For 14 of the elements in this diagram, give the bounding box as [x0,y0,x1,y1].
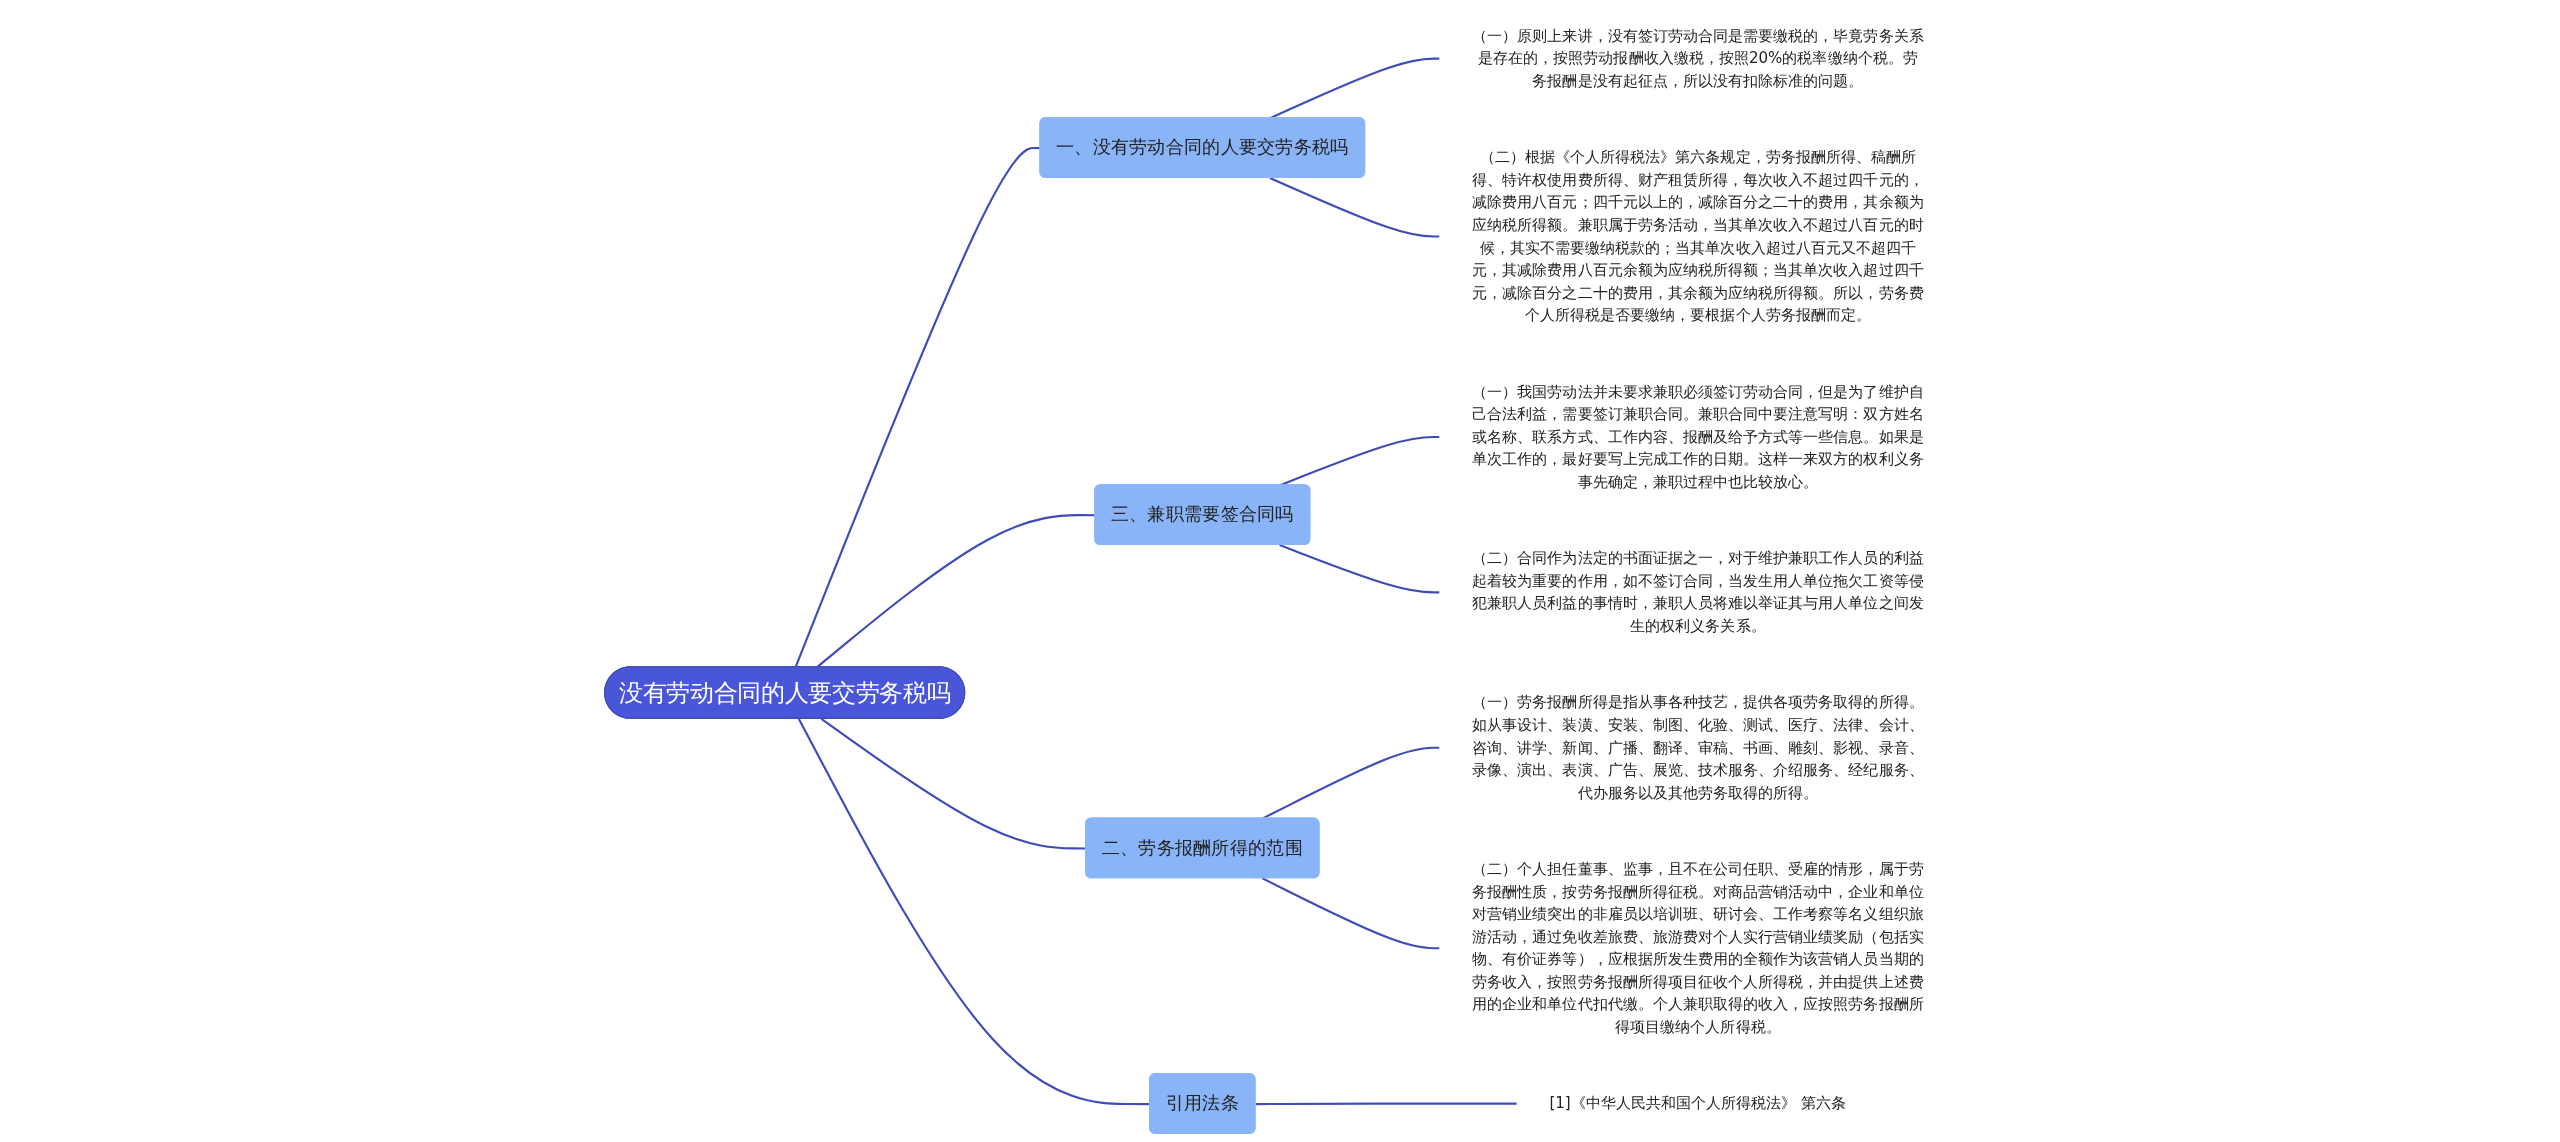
connector [1261,877,1440,950]
node-text: （二）合同作为法定的书面证据之一，对于维护兼职工作人员的利益起着较为重要的作用，如不签订合同，当发生用人单位拖欠工资等侵犯兼职人员利益的事情时，兼职人员将难以举证其与用人单位之间发生的权利义务关系。 [1471,549,1924,635]
connector [1269,176,1440,238]
connector [1255,1102,1517,1106]
node-text: （一）我国劳动法并未要求兼职必须签订劳动合同，但是为了维护自己合法利益，需要签订兼职合同。兼职合同中要注意写明：双方姓名或名称、联系方式、工作内容、报酬及给予方式等一些信息。如果是单次工作的，最好要写上完成工作的日期。这样一来双方的权利义务事先确定，兼职过程中也比较放心。 [1471,382,1924,491]
connector [820,718,1086,850]
connector [797,718,1150,1106]
node-text: （一）原则上来讲，没有签订劳动合同是需要缴税的，毕竟劳务关系是存在的，按照劳动报酬收入缴税，按照20%的税率缴纳个税。劳务报酬是没有起征点，所以没有扣除标准的问题。 [1471,26,1924,90]
connector [1279,544,1440,594]
node-text: （二）根据《个人所得税法》第六条规定，劳务报酬所得、稿酬所得、特许权使用费所得、财产租赁所得，每次收入不超过四千元的，减除费用八百元；四千元以上的，减除百分之二十的费用，其余额为应纳税所得额。兼职属于劳务活动，当其单次收入不超过八百元的时候，其实不需要缴纳税款的；当其单次收入超过八百元又不超四千元，其减除费用八百元余额为应纳税所得额；当其单次收入超过四千元，减除百分之二十的费用，其余额为应纳税所得额。所以，劳务费个人所得税是否要缴纳，要根据个人劳务报酬而定。 [1471,148,1924,324]
node-text: （二）个人担任董事、监事，且不在公司任职、受雇的情形，属于劳务报酬性质，按劳务报酬所得征税。对商品营销活动中，企业和单位对营销业绩突出的非雇员以培训班、研讨会、工作考察等名义组织旅游活动，通过免收差旅费、旅游费对个人实行营销业绩奖励（包括实物、有价证券等），应根据所发生费用的全额作为该营销人员当期的劳务收入，按照劳务报酬所得项目征收个人所得税，并由提供上述费用的企业和单位代扣代缴。个人兼职取得的收入，应按照劳务报酬所得项目缴纳个人所得税。 [1471,860,1924,1036]
node-text: （一）劳务报酬所得是指从事各种技艺，提供各项劳务取得的所得。如从事设计、装潢、安装、制图、化验、测试、医疗、法律、会计、咨询、讲学、新闻、广播、翻译、审稿、书画、雕刻、影视、录音、录像、演出、表演、广告、展览、技术服务、介绍服务、经纪服务、代办服务以及其他劳务取得的所得。 [1471,693,1924,801]
connector [1261,746,1440,820]
node-text: [1]《中华人民共和国个人所得税法》 第六条 [1549,1094,1847,1112]
